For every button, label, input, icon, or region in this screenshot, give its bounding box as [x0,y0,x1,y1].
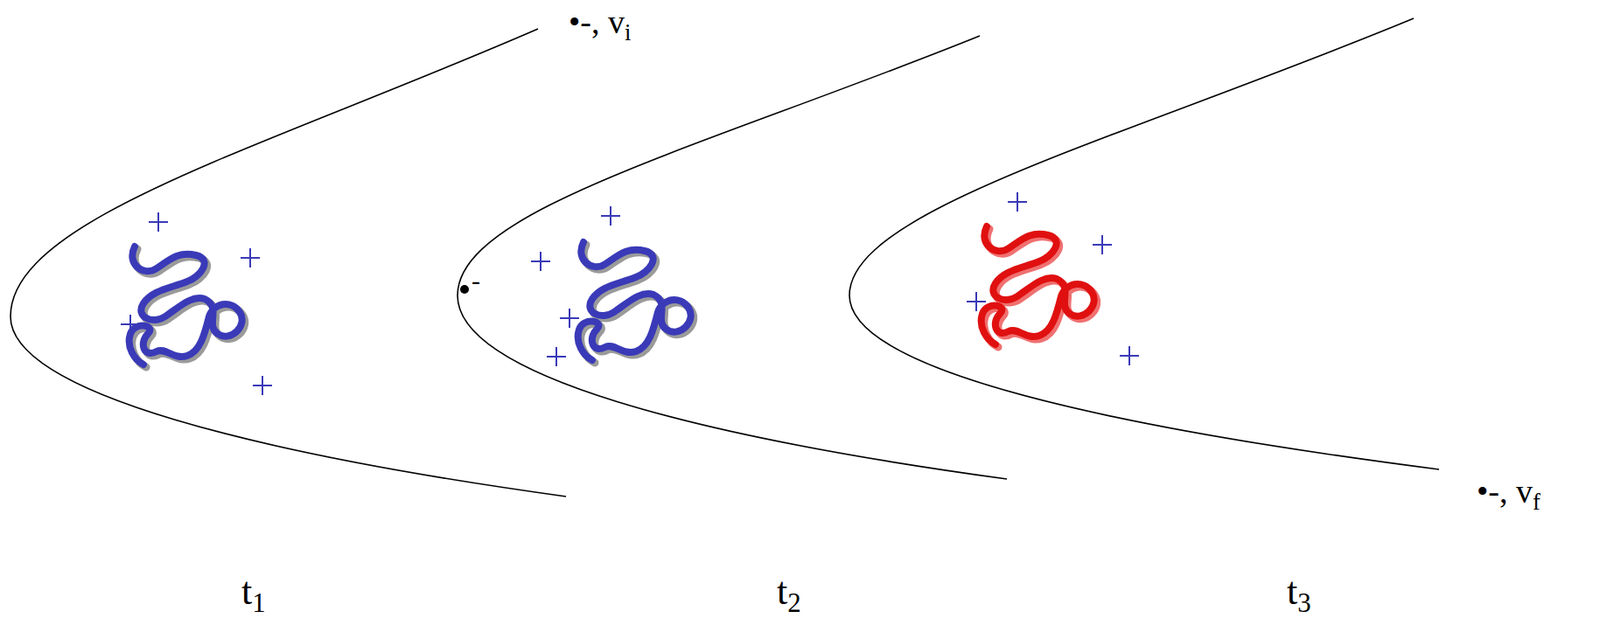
trajectory-t3 [849,18,1440,470]
electron-dot [460,285,469,294]
time-label: t2 [776,572,802,618]
trajectories [10,18,1440,497]
electron-charge: - [471,267,481,294]
time-label: t1 [241,572,266,618]
molecule-t3 [981,226,1097,348]
outgoing-electron-label: •-, vf [1476,475,1541,515]
positive-charges [120,192,1139,396]
time-label: t3 [1286,572,1312,618]
incoming-electron-label: •-, vi [568,5,631,45]
molecule-t1 [129,246,245,368]
molecule-t2 [578,242,694,364]
trajectory-t1 [10,28,566,497]
trajectory-t2 [457,35,1007,480]
